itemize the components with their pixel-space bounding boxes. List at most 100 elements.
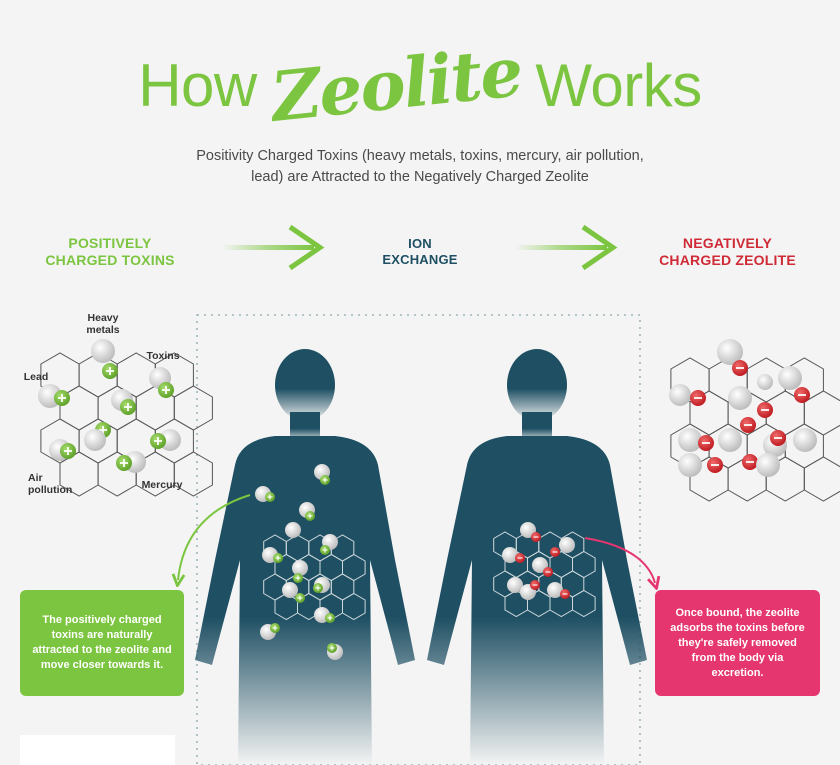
body-left-particles: [255, 464, 343, 660]
subtitle-line-2: lead) are Attracted to the Negatively Ch…: [251, 169, 589, 185]
callout-adsorption: Once bound, the zeolite adsorbs the toxi…: [655, 590, 820, 696]
particle: [757, 374, 773, 390]
white-corner-block: [20, 735, 175, 765]
label-ion-exchange: ION EXCHANGE: [360, 236, 480, 268]
zeolite-particles: [669, 339, 817, 477]
dotted-frame: [196, 314, 641, 765]
body-right-particles: [502, 522, 575, 600]
plus-icon: [320, 545, 330, 555]
plus-icon: [54, 390, 70, 406]
page-title: How Zeolite Works: [0, 32, 840, 138]
minus-icon: [732, 360, 748, 376]
label-air-pollution-line-2: pollution: [28, 484, 73, 496]
plus-icon: [295, 593, 305, 603]
body-left-silhouette: [195, 349, 415, 765]
hex-grid-right: [670, 357, 840, 502]
label-positive-line-1: POSITIVELY: [68, 235, 152, 251]
particle: [718, 428, 742, 452]
minus-icon: [530, 580, 540, 590]
label-positively-charged-toxins: POSITIVELY CHARGED TOXINS: [20, 235, 200, 269]
particle: [292, 560, 308, 576]
particle: [282, 582, 298, 598]
particle: [507, 577, 523, 593]
plus-icon: [327, 643, 337, 653]
plus-icon: [150, 433, 166, 449]
title-works: Works: [535, 51, 702, 119]
particle: [728, 386, 752, 410]
plus-icon: [265, 492, 275, 502]
particle: [502, 547, 518, 563]
label-heavy-metals: Heavy metals: [78, 312, 128, 336]
particle: [678, 428, 702, 452]
positive-toxin-particles: [38, 339, 181, 473]
plus-icon: [60, 443, 76, 459]
plus-icon: [325, 613, 335, 623]
minus-icon: [543, 567, 553, 577]
particle: [678, 453, 702, 477]
minus-icon: [698, 435, 714, 451]
plus-icon: [158, 382, 174, 398]
arrow-right-icon: [222, 224, 325, 271]
minus-icon: [690, 390, 706, 406]
plus-icon: [116, 455, 132, 471]
hex-grid-body-left: [263, 534, 366, 621]
label-ion-line-2: EXCHANGE: [382, 252, 458, 267]
title-how: How: [138, 51, 257, 119]
plus-icon: [273, 553, 283, 563]
plus-icon: [313, 583, 323, 593]
label-mercury: Mercury: [141, 479, 183, 491]
label-lead: Lead: [23, 371, 49, 383]
minus-icon: [794, 387, 810, 403]
subtitle: Positivity Charged Toxins (heavy metals,…: [100, 146, 740, 188]
minus-icon: [740, 417, 756, 433]
callout-adsorption-text: Once bound, the zeolite adsorbs the toxi…: [670, 606, 805, 679]
curved-arrow-right: [584, 537, 655, 583]
plus-icon: [102, 363, 118, 379]
arrow-right-icon: [515, 224, 618, 271]
particle: [793, 428, 817, 452]
particle: [778, 366, 802, 390]
minus-icon: [531, 532, 541, 542]
particle: [717, 339, 743, 365]
label-positive-line-2: CHARGED TOXINS: [45, 252, 175, 268]
callout-attraction: The positively charged toxins are natura…: [20, 590, 184, 696]
hex-cell: [342, 592, 366, 621]
subtitle-line-1: Positivity Charged Toxins (heavy metals,…: [196, 148, 644, 164]
particle: [756, 453, 780, 477]
label-negatively-charged-zeolite: NEGATIVELY CHARGED ZEOLITE: [630, 235, 825, 269]
curved-arrow-left: [178, 494, 251, 580]
plus-icon: [305, 511, 315, 521]
particle: [91, 339, 115, 363]
minus-icon: [770, 430, 786, 446]
label-negative-line-1: NEGATIVELY: [682, 235, 773, 251]
label-heavy-metals-line-1: Heavy: [87, 312, 119, 324]
minus-icon: [515, 553, 525, 563]
particle: [669, 384, 691, 406]
plus-icon: [270, 623, 280, 633]
minus-icon: [757, 402, 773, 418]
plus-icon: [120, 399, 136, 415]
label-air-pollution-line-1: Air: [28, 472, 43, 484]
plus-icon: [293, 573, 303, 583]
particle: [285, 522, 301, 538]
callout-attraction-text: The positively charged toxins are natura…: [32, 614, 172, 671]
label-air-pollution: Air pollution: [28, 472, 88, 496]
hex-cell: [572, 589, 596, 618]
label-negative-line-2: CHARGED ZEOLITE: [659, 252, 796, 268]
particle: [547, 582, 563, 598]
particle: [559, 537, 575, 553]
minus-icon: [550, 547, 560, 557]
minus-icon: [560, 589, 570, 599]
minus-icon: [707, 457, 723, 473]
label-toxins: Toxins: [146, 350, 180, 362]
hex-cell: [173, 385, 213, 431]
hex-cell: [803, 390, 840, 436]
label-ion-line-1: ION: [408, 236, 432, 251]
hex-cell: [173, 451, 213, 497]
hex-cell: [803, 456, 840, 502]
label-heavy-metals-line-2: metals: [86, 324, 120, 336]
plus-icon: [320, 475, 330, 485]
minus-icon: [742, 454, 758, 470]
body-right-silhouette: [427, 349, 647, 765]
